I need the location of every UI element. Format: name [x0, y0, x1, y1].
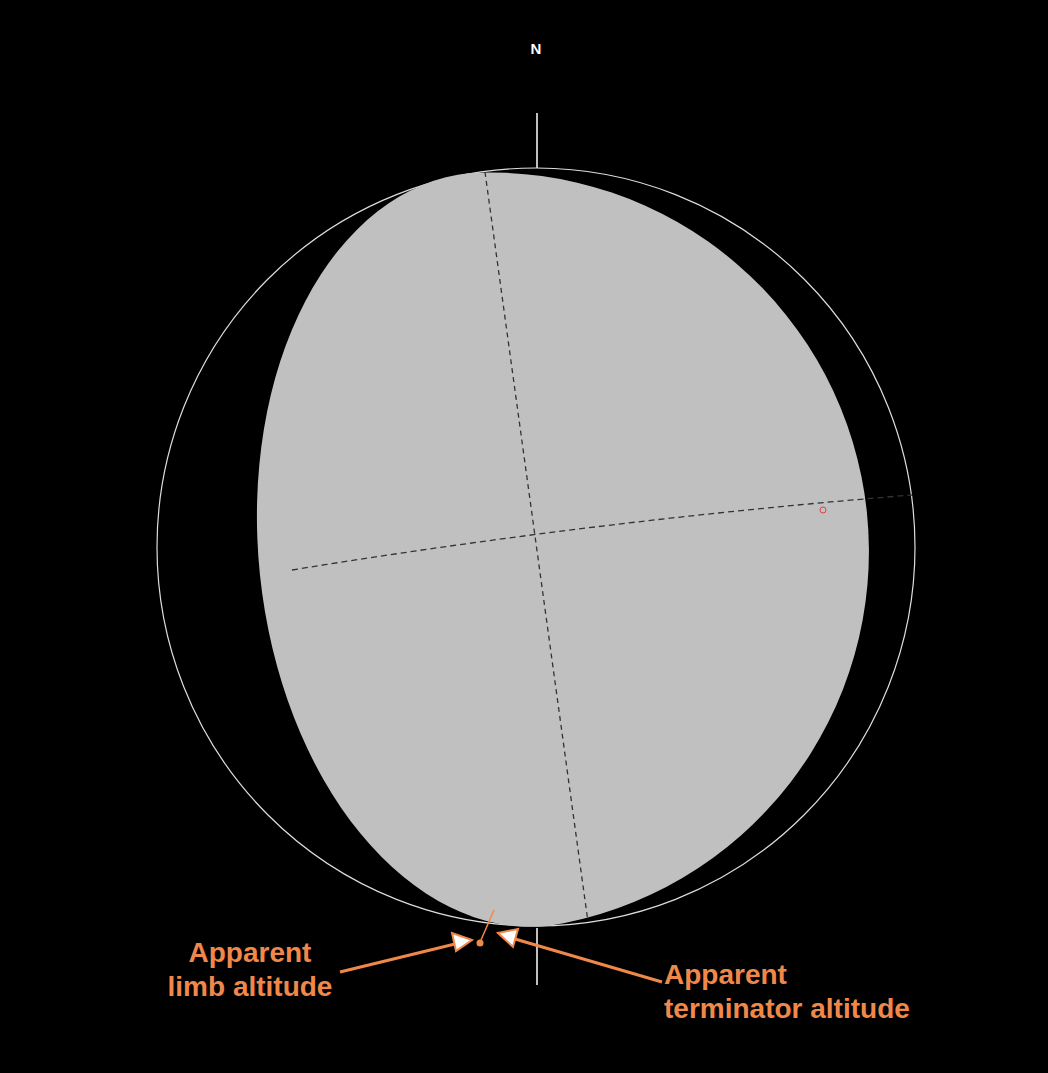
terminator-arrow-line: [515, 939, 662, 982]
lunar-equator: [292, 495, 912, 570]
terminator-arrowhead: [498, 929, 518, 947]
limb-altitude-label: Apparent limb altitude: [166, 936, 335, 1003]
sub-point-marker: [820, 507, 826, 513]
rotation-axis: [485, 172, 588, 922]
north-tick: [536, 113, 538, 168]
limb-arrow-line: [340, 944, 455, 972]
limb-arrowhead: [452, 933, 472, 951]
lit-portion: [257, 172, 869, 926]
moon-limb: [157, 168, 915, 926]
terminator-altitude-label: Apparent terminator altitude: [664, 958, 914, 1025]
altitude-leader: [481, 910, 494, 940]
limb-dot: [477, 940, 484, 947]
south-tick: [536, 928, 538, 985]
north-label: N: [531, 40, 542, 58]
